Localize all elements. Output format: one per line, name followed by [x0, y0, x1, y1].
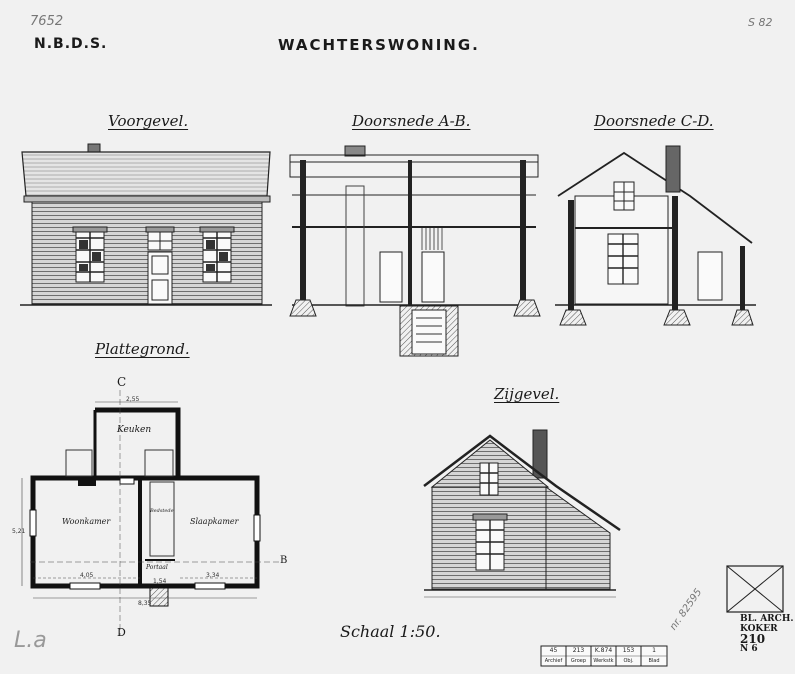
room-bedroom: Slaapkamer	[190, 517, 239, 526]
section-cd-title: Doorsnede C-D.	[594, 112, 714, 130]
pencil-number: 7652	[30, 14, 64, 29]
archive-stamp-line2: KOKER	[740, 624, 778, 634]
side-elevation	[423, 429, 621, 598]
title-caption-1: Archief	[544, 658, 563, 664]
title-caption-4: Obj.	[623, 658, 634, 664]
room-portaal: Portaal	[146, 564, 168, 571]
pencil-mark-bottom-left: L.a	[14, 628, 47, 653]
title-block-strip	[540, 645, 668, 667]
window-center	[145, 226, 175, 251]
plan-b-mark: B	[280, 555, 288, 566]
section-cd	[555, 145, 756, 326]
section-ab-title: Doorsnede A-B.	[352, 112, 471, 130]
archive-stamp-line1: BL. ARCH.	[740, 614, 794, 624]
title-cell-1: 45	[549, 647, 558, 654]
section-ab	[289, 145, 541, 357]
room-living: Woonkamer	[62, 517, 111, 526]
archive-stamp-box	[726, 565, 784, 613]
sheet-title: WACHTERSWONING.	[278, 36, 480, 54]
window-left	[72, 226, 108, 283]
archive-stamp-line4: N 6	[740, 644, 758, 654]
dim-total-width: 8,35	[138, 600, 152, 607]
floor-plan-title: Plattegrond.	[95, 340, 190, 358]
org-label: N.B.D.S.	[34, 36, 108, 52]
cornice	[23, 195, 271, 203]
dim-portaal: 1,54	[153, 578, 167, 585]
title-cell-5: 1	[652, 647, 656, 654]
plan-south-mark: D	[117, 626, 126, 639]
room-kitchen: Keuken	[117, 425, 152, 435]
front-elevation	[20, 143, 272, 306]
title-cell-4: 153	[622, 647, 635, 654]
front-elevation-title: Voorgevel.	[108, 112, 189, 130]
side-elevation-title: Zijgevel.	[494, 385, 560, 403]
plan-north-mark: C	[117, 375, 127, 389]
floor-plan	[21, 390, 280, 636]
room-bedstede: Bedstede	[150, 508, 174, 514]
dim-depth: 5,21	[12, 528, 26, 535]
window-right	[199, 226, 235, 283]
corner-pencil-note: S 82	[748, 16, 773, 29]
title-caption-5: Blad	[648, 658, 660, 664]
roof	[21, 151, 271, 197]
dim-top-width: 2,55	[126, 396, 140, 403]
title-caption-3: Werkstk	[593, 658, 614, 664]
dim-bedroom-width: 3,34	[206, 572, 220, 579]
scale-label: Schaal 1:50.	[340, 622, 441, 641]
archive-stamp-line3: 210	[740, 632, 766, 646]
front-door	[147, 251, 173, 305]
title-cell-3: K.874	[594, 647, 613, 654]
dim-living-width: 4,05	[80, 572, 94, 579]
title-caption-2: Groep	[570, 658, 587, 664]
archive-stamp: BL. ARCH. KOKER 210 N 6	[740, 614, 793, 654]
title-cell-2: 213	[572, 647, 585, 654]
